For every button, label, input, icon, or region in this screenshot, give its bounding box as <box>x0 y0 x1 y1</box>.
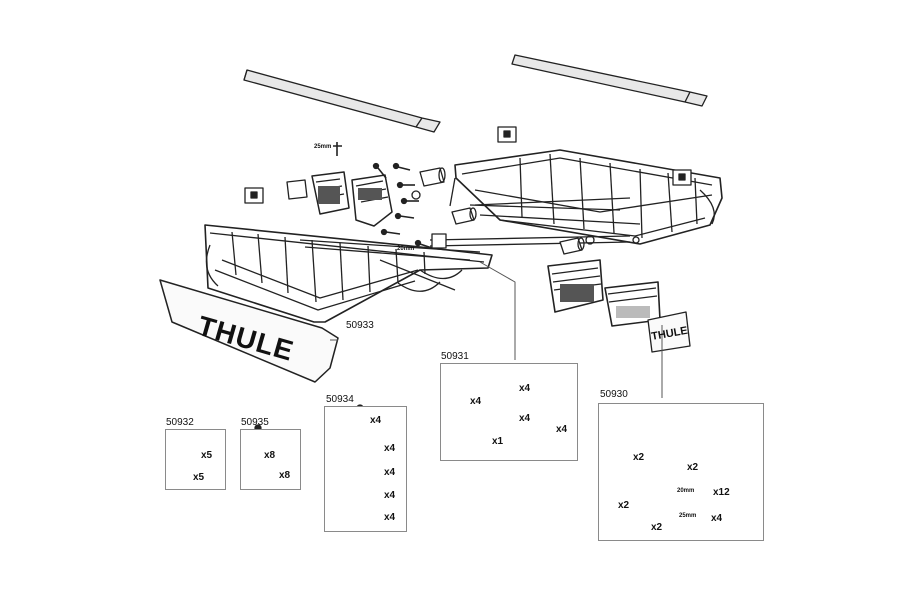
kit-50934-mount-qty: x4 <box>384 490 396 501</box>
kit-50934-clamp-qty: x4 <box>384 467 396 478</box>
kit-50932-box <box>165 429 226 490</box>
kit-50934-screw-qty: x4 <box>370 415 382 426</box>
front-bracket-bolts <box>333 142 447 249</box>
kit-50930-code: 50930 <box>600 389 628 400</box>
kit-50931-pad-qty: x4 <box>519 383 531 394</box>
leader-lines <box>330 261 663 398</box>
basket-rear-section <box>449 149 723 245</box>
rear-basket-brackets <box>497 126 692 186</box>
kit-50932-clip-qty: x5 <box>201 450 213 461</box>
front-bracket-set <box>244 171 393 227</box>
rear-clamp-set <box>547 259 661 327</box>
kit-50931-washer-qty: x4 <box>519 413 531 424</box>
kit-50930-logo-qty: x2 <box>618 500 630 511</box>
kit-50931-bolt-qty: x4 <box>556 424 568 435</box>
kit-50930-box <box>598 403 764 541</box>
wind-fairing-part-number: 50933 <box>346 320 374 331</box>
kit-50934-strap-qty: x4 <box>384 512 396 523</box>
kit-50930-clamp-plate-qty: x2 <box>687 462 699 473</box>
load-bar-right <box>511 54 708 107</box>
kit-50934-box <box>324 406 407 532</box>
kit-50934-cover-qty: x4 <box>384 443 396 454</box>
logo-tag <box>647 311 691 353</box>
kit-50931-code: 50931 <box>441 351 469 362</box>
wind-fairing-panel <box>159 279 339 383</box>
kit-50932-code: 50932 <box>166 417 194 428</box>
kit-50935-cap-qty: x8 <box>279 470 291 481</box>
kit-50935-code: 50935 <box>241 417 269 428</box>
kit-50930-clamp-top-qty: x2 <box>633 452 645 463</box>
kit-50930-cap-qty: x2 <box>651 522 663 533</box>
screw-20mm-label: 20mm <box>397 246 415 252</box>
screw-25mm-label: 25mm <box>314 144 332 150</box>
kit-50931-bracket-qty: x4 <box>470 396 482 407</box>
kit-50930-20mm-qty: x12 <box>713 487 730 498</box>
kit-50934-code: 50934 <box>326 394 354 405</box>
kit-50935-box <box>240 429 301 490</box>
kit-50935-pin-qty: x8 <box>264 450 276 461</box>
tube-end-caps <box>411 167 640 255</box>
connector-tubes <box>429 197 631 247</box>
kit-50931-box <box>440 363 578 461</box>
kit-50930-25mm-qty: x4 <box>711 513 723 524</box>
kit-50932-nut-qty: x5 <box>193 472 205 483</box>
kit-50931-key-qty: x1 <box>492 436 504 447</box>
kit-50930-25mm-label: 25mm <box>679 513 697 519</box>
basket-front-section <box>204 224 493 323</box>
kit-50930-20mm-label: 20mm <box>677 488 695 494</box>
load-bar-left <box>243 69 441 133</box>
